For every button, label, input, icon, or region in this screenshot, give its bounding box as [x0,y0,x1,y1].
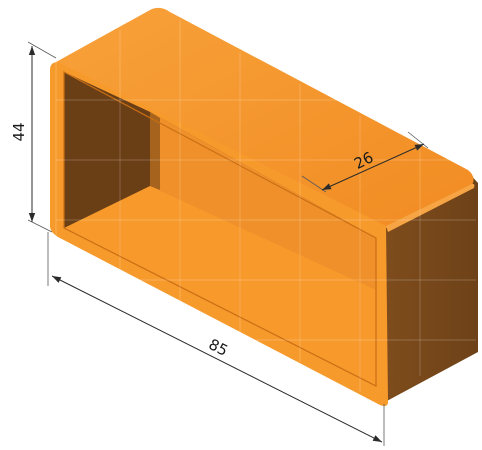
box-inner-back-upper [150,112,376,290]
box-right-face-main [386,183,476,400]
depth-dimension-line [321,143,425,191]
depth-extension-outer [407,131,429,149]
length-dimension-label: 85 [206,335,231,360]
height-extension-top [27,41,57,59]
height-dimension-label: 44 [10,122,28,141]
box-inner-left-shadow [150,112,160,190]
box-top-right-edge [386,183,475,232]
box-model [50,7,478,406]
dimension-height: 44 [10,41,57,233]
length-dimension-line [51,275,383,443]
